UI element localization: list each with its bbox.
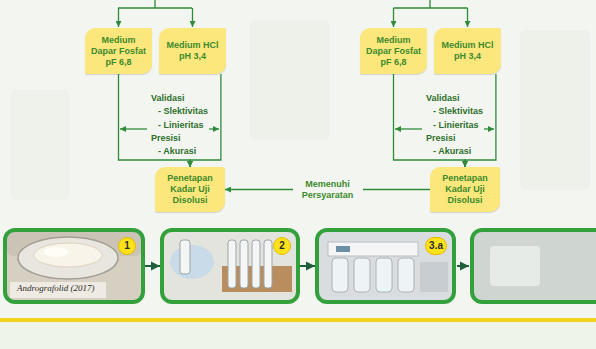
faint-shelf bbox=[250, 20, 330, 140]
test-tube bbox=[180, 240, 190, 274]
footer-ground bbox=[0, 322, 596, 349]
caption-strip bbox=[10, 282, 106, 298]
photo-caption: Andrografolid (2017) bbox=[17, 283, 94, 293]
photo-frame-cut bbox=[472, 230, 596, 302]
vessel bbox=[398, 258, 414, 292]
box-text: Medium HCl pH 3,4 bbox=[438, 40, 498, 62]
box-text: Medium Dapar Fosfat pF 6,8 bbox=[89, 35, 149, 68]
annotation-text: - Linieritas bbox=[433, 120, 479, 131]
annotation-text: - Linieritas bbox=[158, 120, 204, 131]
gloved-hand bbox=[170, 245, 214, 279]
process-box: Medium HCl pH 3,4 bbox=[159, 28, 226, 74]
validation-arrow bbox=[120, 128, 147, 129]
annotation-text: - Slektivitas bbox=[433, 106, 483, 117]
photo-1-illustration bbox=[5, 230, 143, 302]
vessel bbox=[376, 258, 392, 292]
dissolution-tester bbox=[328, 242, 418, 256]
step-arrow bbox=[457, 265, 469, 267]
test-tube bbox=[240, 240, 248, 288]
photo-4-illustration bbox=[457, 230, 596, 302]
callout-number: 2 bbox=[273, 237, 291, 255]
feed-line bbox=[118, 0, 192, 8]
box-text: Medium Dapar Fosfat pF 6,8 bbox=[364, 35, 424, 68]
photo-frame: 3.a bbox=[315, 228, 456, 304]
annotation-text: - Slektivitas bbox=[158, 106, 208, 117]
powder bbox=[34, 243, 102, 267]
vessel bbox=[354, 258, 370, 292]
feed-line bbox=[394, 0, 468, 8]
photo-ground bbox=[162, 230, 298, 302]
photo-frame: 1Andrografolid (2017) bbox=[3, 228, 145, 304]
box-text: Medium HCl pH 3,4 bbox=[163, 40, 223, 62]
annotation-text: Validasi bbox=[426, 93, 460, 104]
callout-number: 1 bbox=[118, 237, 136, 255]
faint-shelf bbox=[10, 90, 70, 200]
photo-3-illustration bbox=[317, 230, 454, 302]
photo-ground bbox=[5, 230, 143, 302]
process-box: Penetapan Kadar Uji Disolusi bbox=[430, 167, 500, 212]
connector-arrow bbox=[145, 265, 160, 267]
photo-frame: 2 bbox=[160, 228, 300, 304]
annotation-text: Presisi bbox=[151, 133, 181, 144]
feed-arrow bbox=[192, 8, 193, 27]
box-text: Penetapan Kadar Uji Disolusi bbox=[160, 173, 220, 206]
test-tube bbox=[228, 240, 236, 288]
photo-ground bbox=[317, 230, 454, 302]
photo-2-illustration bbox=[162, 230, 298, 302]
process-box: Medium Dapar Fosfat pF 6,8 bbox=[360, 28, 427, 74]
validation-arrow bbox=[209, 128, 219, 129]
feed-arrow bbox=[393, 8, 394, 27]
annotation-text: - Akurasi bbox=[433, 146, 471, 157]
process-box: Medium HCl pH 3,4 bbox=[434, 28, 501, 74]
feed-arrow bbox=[467, 8, 468, 27]
faint-shelf bbox=[520, 30, 590, 190]
edge-label: Memenuhi Persyaratan bbox=[293, 178, 363, 202]
test-tube bbox=[252, 240, 260, 288]
yellow-band bbox=[0, 318, 596, 322]
petri-dish bbox=[18, 237, 118, 279]
test-tube bbox=[264, 240, 272, 288]
feed-arrow bbox=[118, 8, 119, 27]
process-box: Medium Dapar Fosfat pF 6,8 bbox=[85, 28, 152, 74]
validation-arrow bbox=[484, 128, 494, 129]
powder-highlight bbox=[44, 247, 68, 257]
process-box: Penetapan Kadar Uji Disolusi bbox=[155, 167, 225, 212]
tester-display bbox=[336, 246, 350, 252]
water-bath bbox=[420, 262, 448, 292]
vessel bbox=[332, 258, 348, 292]
callout-number: 3.a bbox=[425, 237, 447, 255]
annotation-text: - Akurasi bbox=[158, 146, 196, 157]
connector-arrow bbox=[300, 265, 315, 267]
annotation-text: Presisi bbox=[426, 133, 456, 144]
validation-arrow bbox=[395, 128, 422, 129]
box-text: Penetapan Kadar Uji Disolusi bbox=[435, 173, 495, 206]
annotation-text: Validasi bbox=[151, 93, 185, 104]
instrument bbox=[490, 246, 540, 286]
